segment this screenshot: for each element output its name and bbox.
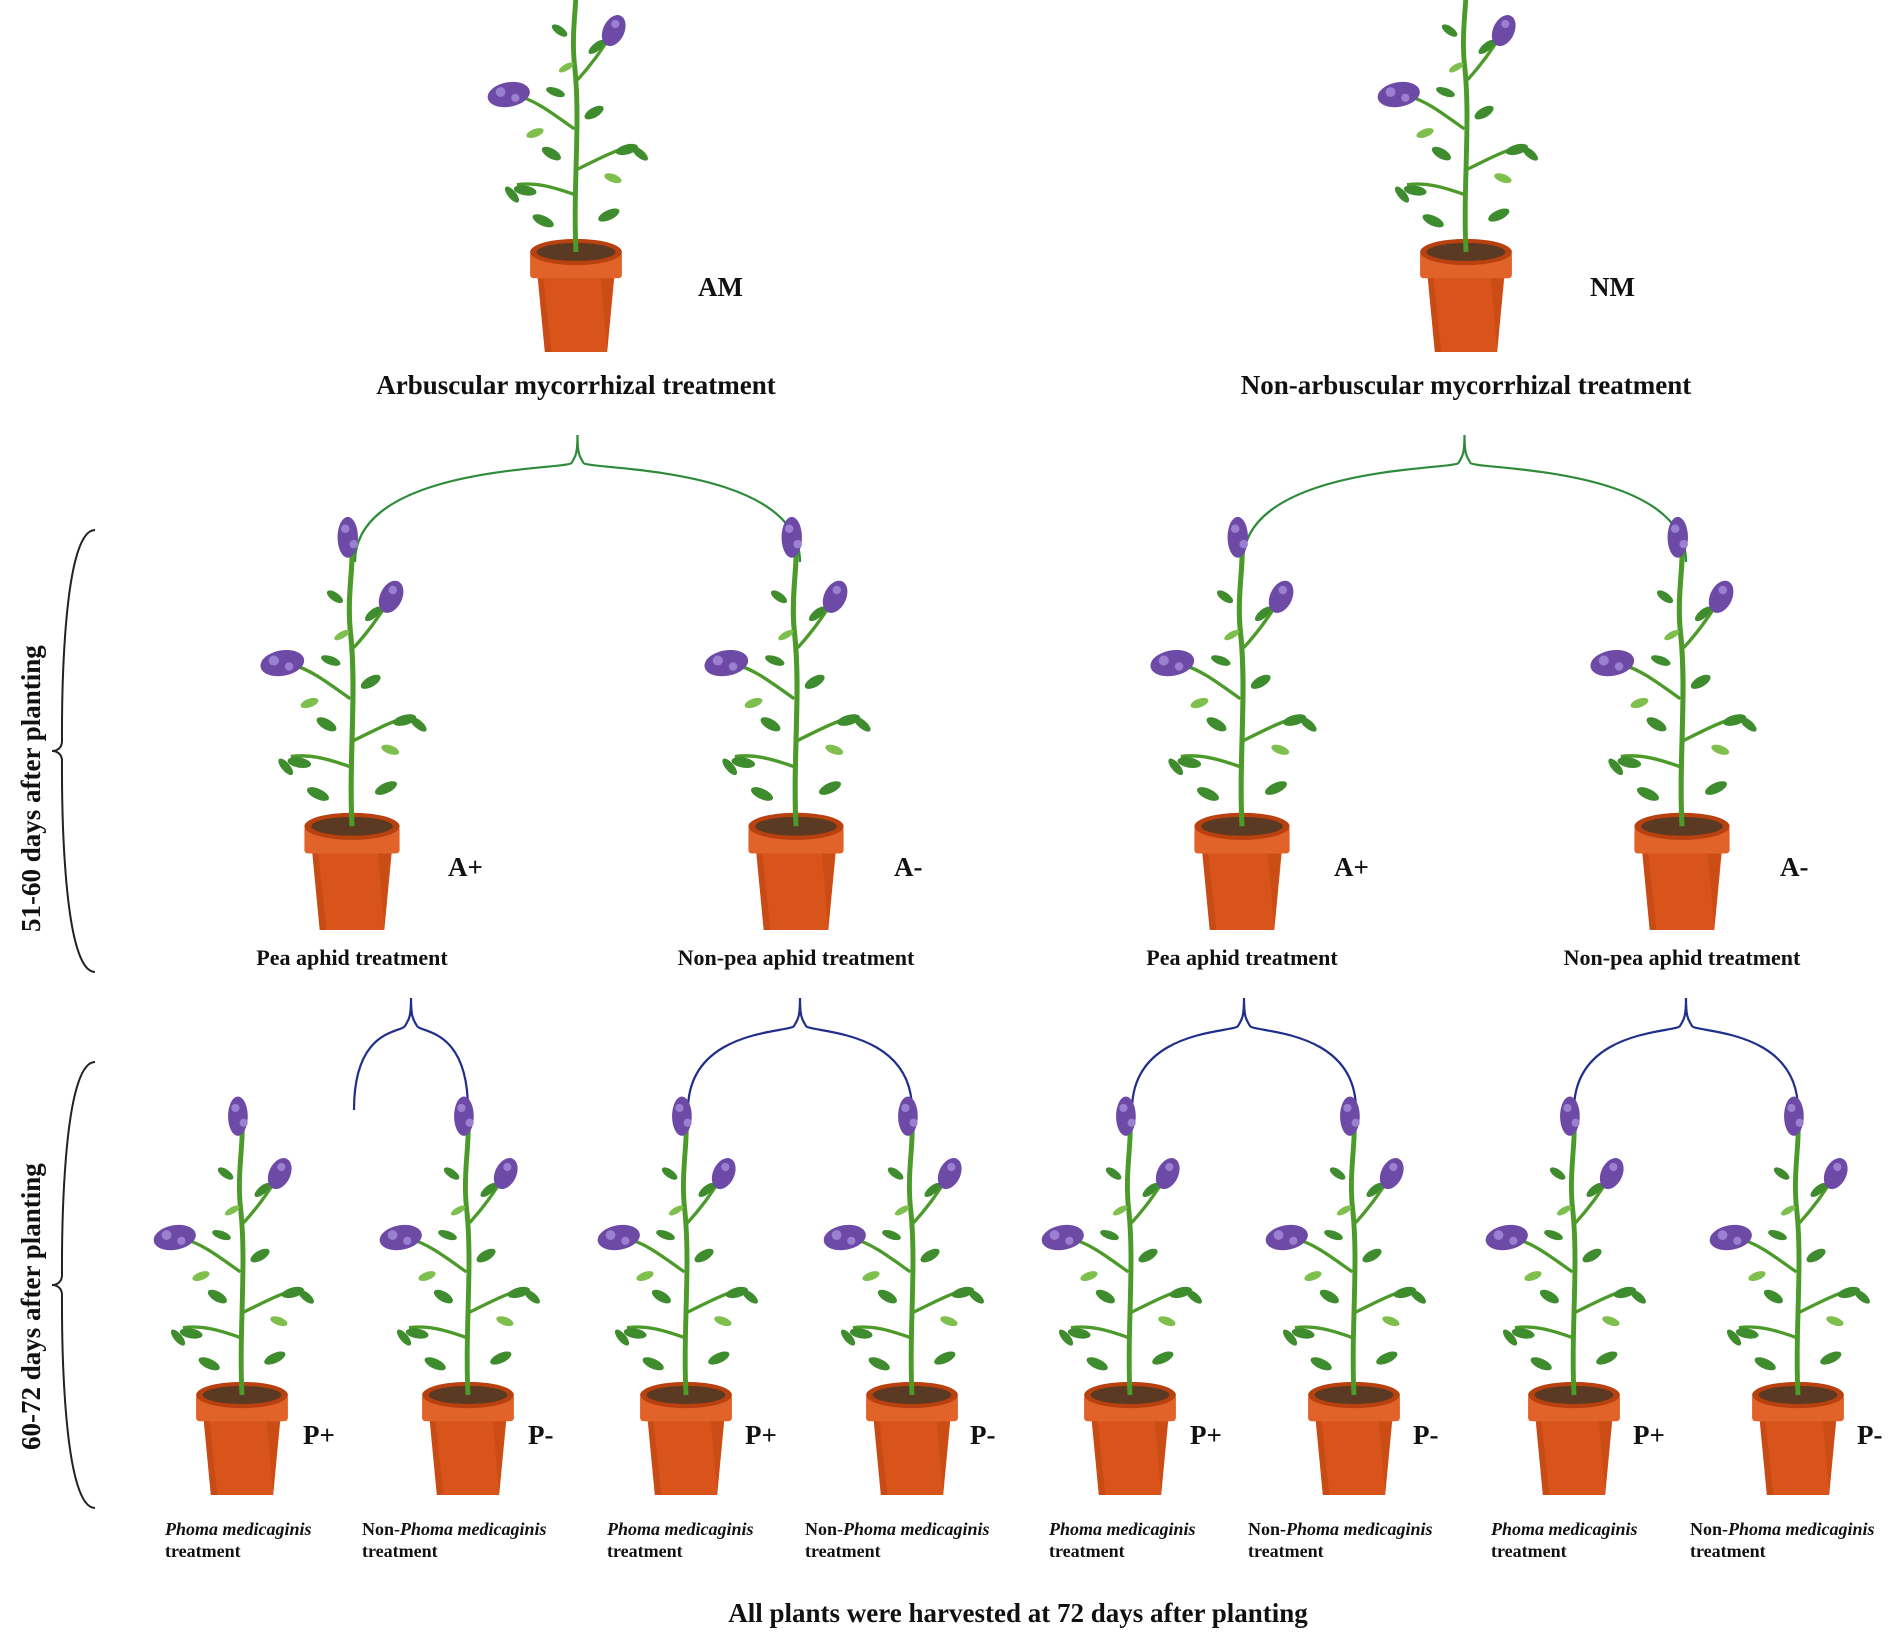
plant-P-minus-2-icon — [822, 1096, 987, 1495]
label-prefix: Non- — [1248, 1519, 1287, 1539]
title-pea-aphid-1: Pea aphid treatment — [256, 945, 448, 970]
bracket-layer — [51, 434, 1800, 1509]
code-P-minus-4: P- — [1857, 1420, 1883, 1450]
code-A-minus-2: A- — [1780, 852, 1809, 882]
code-P-minus-2: P- — [970, 1420, 996, 1450]
code-A-plus-1: A+ — [448, 852, 483, 882]
species-name: Phoma medicaginis — [607, 1519, 754, 1539]
title-arbuscular-mycorrhizal: Arbuscular mycorrhizal treatment — [376, 370, 776, 400]
plant-P-minus-1-icon — [378, 1096, 543, 1495]
code-AM: AM — [698, 272, 743, 302]
plant-A-plus-1-icon — [258, 517, 429, 930]
label-suffix: treatment — [165, 1541, 241, 1561]
bracket-pea-aphid-1 — [352, 997, 470, 1111]
label-suffix: treatment — [362, 1541, 438, 1561]
code-NM: NM — [1590, 272, 1635, 302]
code-P-plus-2: P+ — [745, 1420, 777, 1450]
title-non-pea-aphid-1: Non-pea aphid treatment — [677, 945, 915, 970]
plant-A-minus-1-icon — [702, 517, 873, 930]
plant-A-plus-2-icon — [1148, 517, 1319, 930]
bracket-non-pea-aphid-2 — [1572, 997, 1800, 1111]
plant-P-plus-4-icon — [1484, 1096, 1649, 1495]
species-name: Phoma medicaginis — [1286, 1519, 1433, 1539]
code-A-plus-2: A+ — [1334, 852, 1369, 882]
label-suffix: treatment — [1690, 1541, 1766, 1561]
side-label-51-60-days: 51-60 days after planting — [16, 645, 46, 932]
species-name: Phoma medicaginis — [1491, 1519, 1638, 1539]
code-P-minus-3: P- — [1413, 1420, 1439, 1450]
plant-NM-icon — [1376, 0, 1541, 352]
side-brace-lower — [51, 1061, 96, 1509]
side-label-60-72-days: 60-72 days after planting — [16, 1163, 46, 1450]
footer-harvest-note: All plants were harvested at 72 days aft… — [728, 1598, 1308, 1628]
bracket-non-pea-aphid-1 — [686, 997, 914, 1111]
plant-P-minus-3-icon — [1264, 1096, 1429, 1495]
species-name: Phoma medicaginis — [165, 1519, 312, 1539]
title-pea-aphid-2: Pea aphid treatment — [1146, 945, 1338, 970]
plant-P-minus-4-icon — [1708, 1096, 1873, 1495]
bracket-AM — [353, 434, 802, 563]
plant-P-plus-3-icon — [1040, 1096, 1205, 1495]
plant-P-plus-2-icon — [596, 1096, 761, 1495]
code-P-minus-1: P- — [528, 1420, 554, 1450]
bracket-NM — [1241, 434, 1688, 563]
species-name: Phoma medicaginis — [1728, 1519, 1875, 1539]
label-prefix: Non- — [362, 1519, 401, 1539]
label-suffix: treatment — [1049, 1541, 1125, 1561]
code-P-plus-3: P+ — [1190, 1420, 1222, 1450]
title-non-arbuscular-mycorrhizal: Non-arbuscular mycorrhizal treatment — [1240, 370, 1692, 400]
species-name: Phoma medicaginis — [400, 1519, 547, 1539]
plant-layer — [152, 0, 1873, 1495]
label-prefix: Non- — [805, 1519, 844, 1539]
species-name: Phoma medicaginis — [1049, 1519, 1196, 1539]
plant-P-plus-1-icon — [152, 1096, 317, 1495]
label-prefix: Non- — [1690, 1519, 1729, 1539]
side-brace-upper — [51, 529, 96, 973]
plant-A-minus-2-icon — [1588, 517, 1759, 930]
label-suffix: treatment — [805, 1541, 881, 1561]
plant-AM-icon — [486, 0, 651, 352]
bracket-pea-aphid-2 — [1130, 997, 1358, 1111]
code-P-plus-4: P+ — [1633, 1420, 1665, 1450]
code-P-plus-1: P+ — [303, 1420, 335, 1450]
species-name: Phoma medicaginis — [843, 1519, 990, 1539]
label-suffix: treatment — [1491, 1541, 1567, 1561]
label-suffix: treatment — [607, 1541, 683, 1561]
label-suffix: treatment — [1248, 1541, 1324, 1561]
code-A-minus-1: A- — [894, 852, 923, 882]
title-non-pea-aphid-2: Non-pea aphid treatment — [1563, 945, 1801, 970]
